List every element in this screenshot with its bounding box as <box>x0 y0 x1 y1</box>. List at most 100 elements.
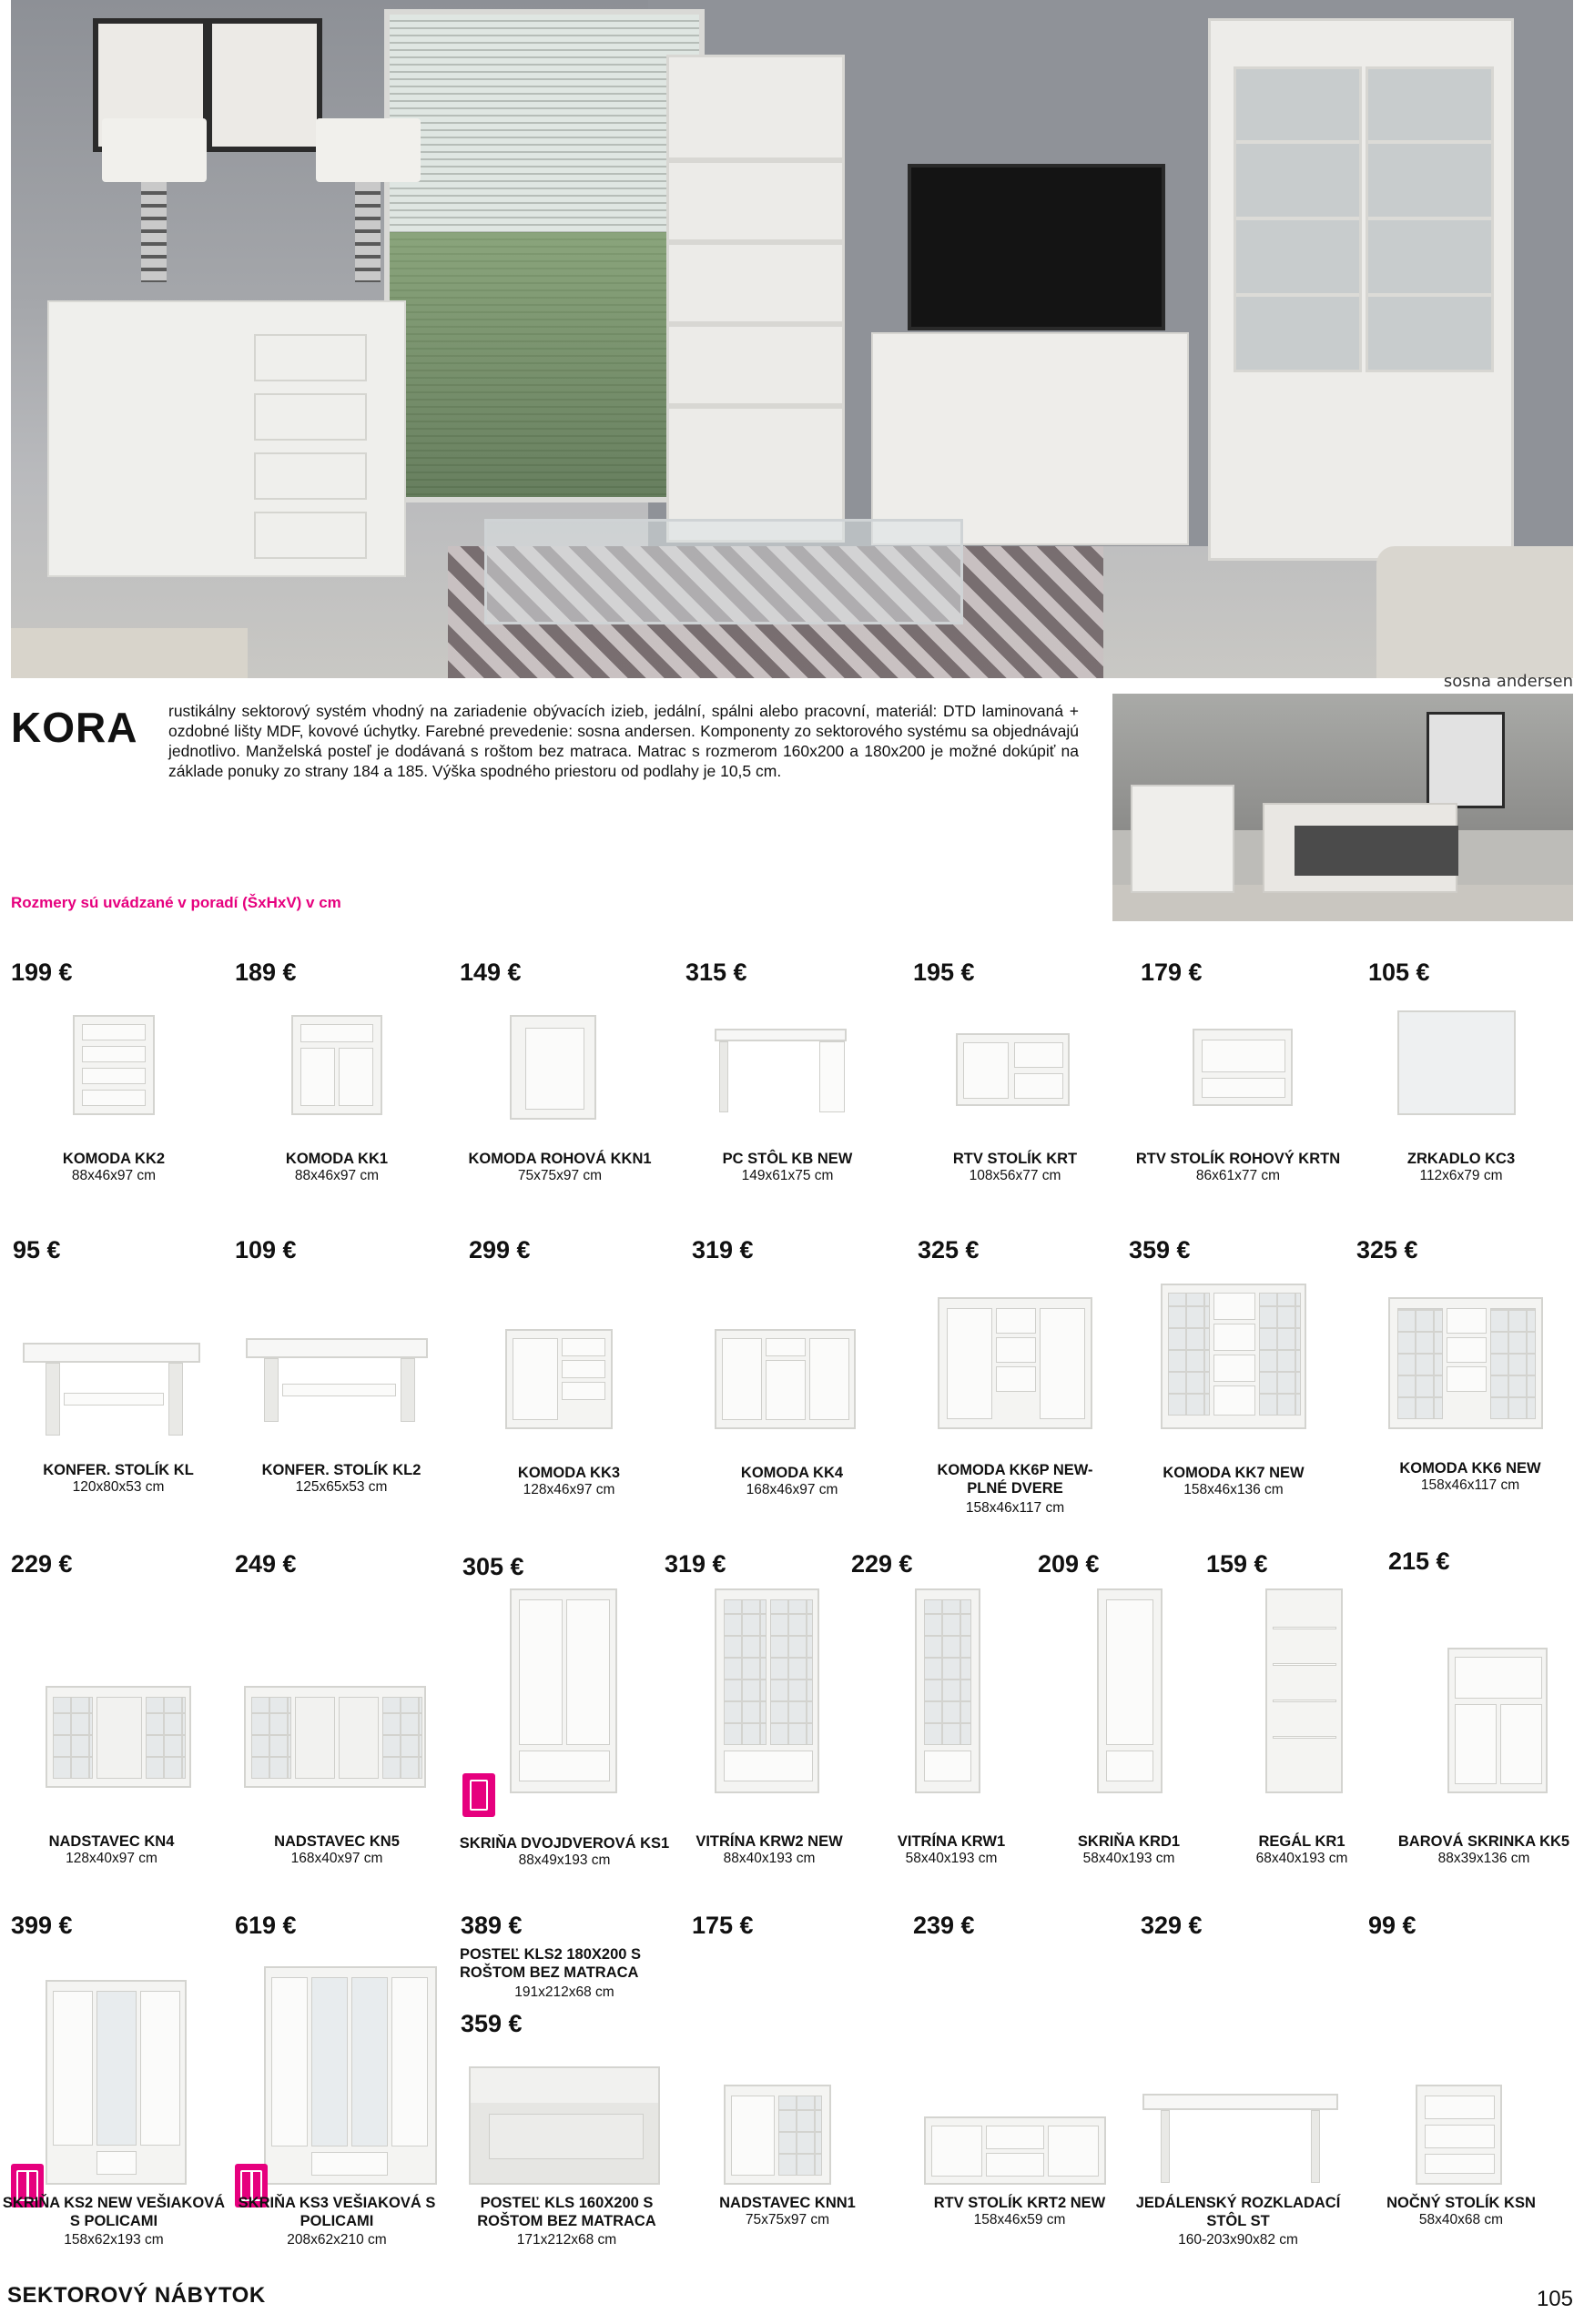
product-name: KOMODA KK2 <box>62 1151 166 1167</box>
product-image <box>1193 1029 1293 1106</box>
product-image <box>715 1588 819 1793</box>
product-price: 99 € <box>1368 1912 1416 1939</box>
product-dimensions: 191x212x68 cm <box>514 1984 614 2000</box>
product-price: 95 € <box>13 1236 61 1263</box>
product-dimensions: 158x46x136 cm <box>1183 1482 1284 1497</box>
product-image <box>46 1686 191 1788</box>
product-price: 389 € <box>461 1912 523 1939</box>
product-dimensions: 120x80x53 cm <box>72 1479 165 1495</box>
product-image <box>715 1029 847 1041</box>
product-image <box>1265 1588 1343 1793</box>
product-price: 109 € <box>235 1236 297 1263</box>
product-name: RTV STOLÍK KRT <box>952 1151 1078 1167</box>
product-dimensions: 88x46x97 cm <box>71 1168 157 1183</box>
product-price: 325 € <box>1356 1236 1418 1263</box>
product-image <box>924 2116 1106 2185</box>
product-dimensions: 149x61x75 cm <box>741 1168 834 1183</box>
intro-text: rustikálny sektorový systém vhodný na za… <box>168 702 1079 780</box>
product-dimensions: 158x46x117 cm <box>1420 1477 1520 1493</box>
product-image <box>724 2085 831 2185</box>
product-name: KOMODA KK6 NEW <box>1399 1460 1541 1477</box>
product-price: 189 € <box>235 959 297 986</box>
product-price: 229 € <box>851 1550 913 1578</box>
product-image <box>23 1343 200 1363</box>
sideboard-photo <box>47 300 406 577</box>
product-dimensions: 168x40x97 cm <box>290 1851 383 1866</box>
product-dimensions: 75x75x97 cm <box>745 2212 830 2228</box>
product-name: VITRÍNA KRW1 <box>897 1833 1006 1850</box>
product-dimensions: 58x40x68 cm <box>1418 2212 1504 2228</box>
product-name: NOČNÝ STOLÍK KSN <box>1386 2195 1536 2211</box>
tv-icon <box>908 164 1165 330</box>
product-price: 359 € <box>461 2010 523 2037</box>
product-image <box>46 1980 187 2185</box>
product-dimensions: 88x46x97 cm <box>294 1168 380 1183</box>
product-dimensions: 88x49x193 cm <box>518 1852 611 1868</box>
product-dimensions: 58x40x193 cm <box>905 1851 998 1866</box>
product-price: 315 € <box>685 959 747 986</box>
product-dimensions: 158x62x193 cm <box>64 2232 164 2248</box>
product-price: 329 € <box>1141 1912 1203 1939</box>
color-caption: sosna andersen <box>1443 672 1573 691</box>
product-image <box>469 2066 660 2185</box>
product-dimensions: 168x46x97 cm <box>746 1482 838 1497</box>
glass-table-photo <box>484 519 963 624</box>
product-image <box>1161 1284 1306 1429</box>
product-name: RTV STOLÍK ROHOVÝ KRTN <box>1135 1151 1341 1167</box>
product-image <box>264 1966 437 2185</box>
product-name: KOMODA KK4 <box>740 1465 844 1481</box>
product-image <box>1142 2094 1338 2110</box>
product-dimensions: 158x46x59 cm <box>973 2212 1066 2228</box>
product-image <box>1397 1010 1516 1115</box>
wardrobe-icon <box>11 2164 44 2207</box>
product-dimensions: 108x56x77 cm <box>969 1168 1061 1183</box>
product-image <box>1416 2085 1502 2185</box>
product-image <box>244 1686 426 1788</box>
product-price: 159 € <box>1206 1550 1268 1578</box>
product-dimensions: 125x65x53 cm <box>295 1479 388 1495</box>
product-name: JEDÁLENSKÝ ROZKLADACÍ STÔL ST <box>1135 2195 1341 2229</box>
product-image <box>956 1033 1070 1106</box>
product-price: 239 € <box>913 1912 975 1939</box>
product-image <box>505 1329 613 1429</box>
wardrobe-icon <box>235 2164 268 2207</box>
product-price: 195 € <box>913 959 975 986</box>
product-name: SKRIŇA KRD1 <box>1077 1833 1181 1850</box>
product-name: POSTEĽ KLS2 180X200 S ROŠTOM BEZ MATRACA <box>460 1946 642 1981</box>
product-dimensions: 160-203x90x82 cm <box>1178 2232 1298 2248</box>
product-dimensions: 58x40x193 cm <box>1082 1851 1175 1866</box>
product-name: NADSTAVEC KN5 <box>274 1833 400 1850</box>
product-name: SKRIŇA KS3 VEŠIAKOVÁ S POLICAMI <box>238 2195 436 2229</box>
bookshelf-photo <box>666 55 845 543</box>
product-price: 359 € <box>1129 1236 1191 1263</box>
product-dimensions: 128x40x97 cm <box>66 1851 157 1866</box>
product-name: KOMODA KK7 NEW <box>1163 1465 1305 1481</box>
product-image <box>915 1588 980 1793</box>
bedroom-photo <box>1112 694 1573 921</box>
product-price: 399 € <box>11 1912 73 1939</box>
display-cabinet-photo <box>1208 18 1514 561</box>
product-name: NADSTAVEC KN4 <box>48 1833 175 1850</box>
product-name: SKRIŇA KS2 NEW VEŠIAKOVÁ S POLICAMI <box>2 2195 226 2229</box>
product-image <box>73 1015 155 1115</box>
product-name: KOMODA ROHOVÁ KKN1 <box>468 1151 652 1167</box>
product-price: 305 € <box>462 1553 524 1580</box>
product-image <box>715 1329 856 1429</box>
brand-title: KORA <box>11 704 138 751</box>
product-price: 149 € <box>460 959 522 986</box>
product-image <box>1447 1648 1548 1793</box>
product-dimensions: 158x46x117 cm <box>965 1500 1065 1516</box>
dimensions-note: Rozmery sú uvádzané v poradí (ŠxHxV) v c… <box>11 894 341 911</box>
section-title: SEKTOROVÝ NÁBYTOK <box>7 2283 266 2308</box>
product-name: BAROVÁ SKRINKA KK5 <box>1397 1833 1570 1850</box>
product-price: 199 € <box>11 959 73 986</box>
product-dimensions: 208x62x210 cm <box>287 2232 387 2248</box>
wardrobe-icon <box>462 1773 495 1817</box>
product-name: KONFER. STOLÍK KL2 <box>261 1462 421 1478</box>
product-image <box>291 1015 382 1115</box>
product-price: 319 € <box>665 1550 726 1578</box>
product-image <box>510 1588 617 1793</box>
product-price: 299 € <box>469 1236 531 1263</box>
product-image <box>1097 1588 1163 1793</box>
product-price: 325 € <box>918 1236 980 1263</box>
